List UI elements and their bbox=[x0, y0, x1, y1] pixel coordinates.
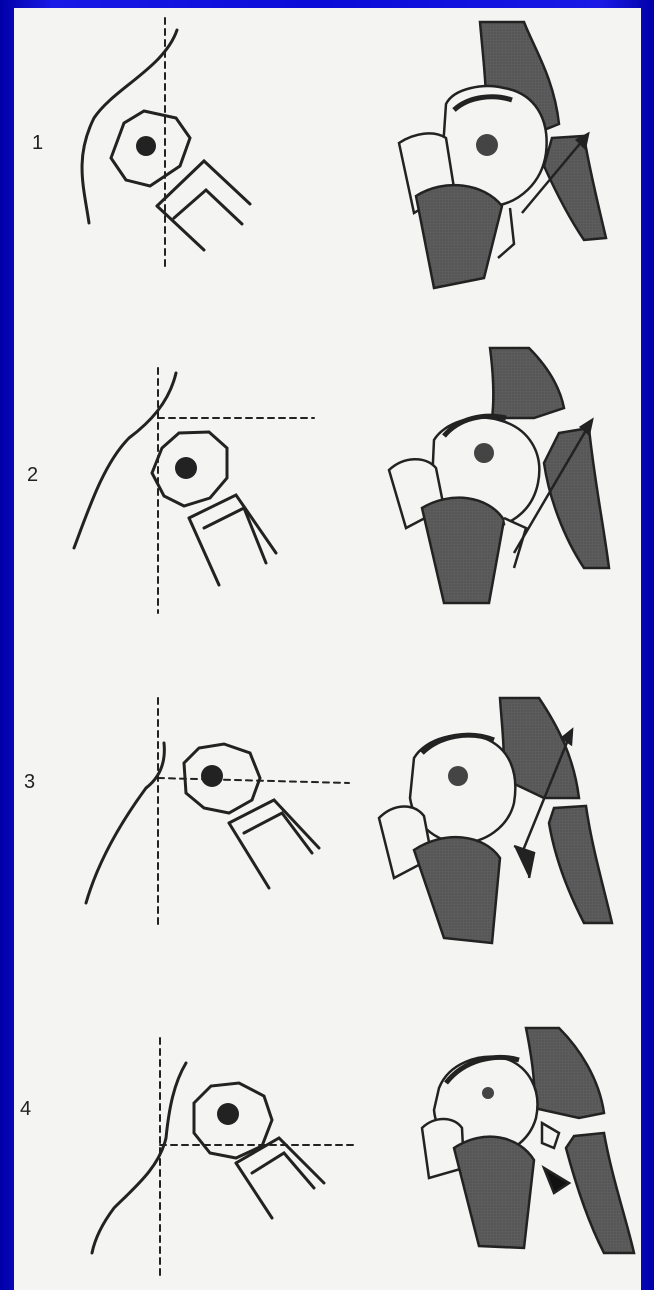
anatomy-2 bbox=[389, 348, 609, 603]
anatomy-1 bbox=[399, 22, 606, 288]
femoral-head-center-a2 bbox=[474, 443, 494, 463]
anatomy-4 bbox=[422, 1028, 634, 1253]
figure-drawings bbox=[14, 8, 641, 1290]
femoral-head-center-a3 bbox=[448, 766, 468, 786]
femoral-head-center-3 bbox=[201, 765, 223, 787]
femoral-head-center-a1 bbox=[476, 134, 498, 156]
femoral-head-center-4 bbox=[217, 1103, 239, 1125]
figure-panel: 1 2 3 4 bbox=[14, 8, 641, 1290]
femoral-head-center-2 bbox=[175, 457, 197, 479]
femoral-head-center-1 bbox=[136, 136, 156, 156]
schematic-2 bbox=[74, 368, 314, 613]
femoral-head-center-a4 bbox=[482, 1087, 494, 1099]
schematic-3 bbox=[86, 698, 349, 928]
schematic-4 bbox=[92, 1038, 354, 1278]
schematic-1 bbox=[82, 18, 250, 270]
anatomy-3 bbox=[379, 698, 612, 943]
